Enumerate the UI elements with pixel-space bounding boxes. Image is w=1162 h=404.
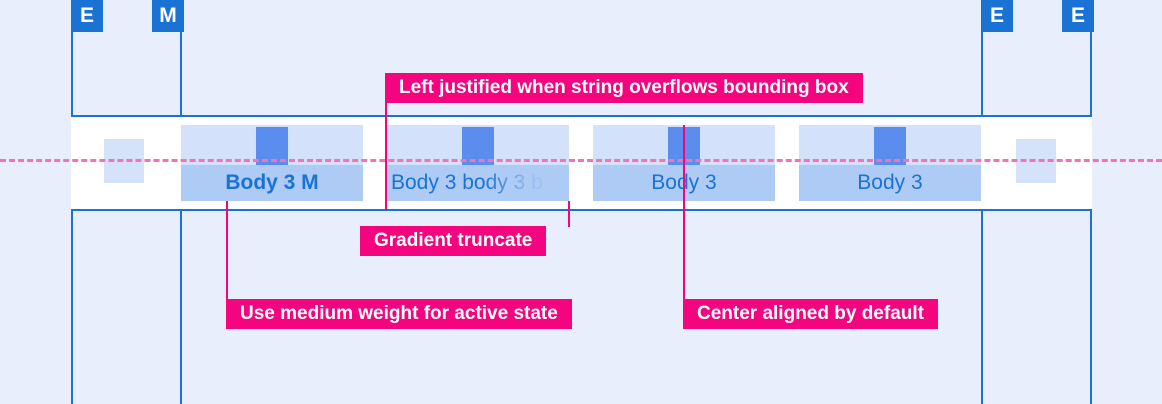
annotation-gradient-truncate: Gradient truncate	[360, 226, 547, 256]
list-item-icon-background	[181, 125, 363, 165]
list-item-label: Body 3 M	[225, 171, 319, 194]
badge-e-right-outer: E	[1062, 0, 1094, 32]
list-item-label-bar: Body 3 body 3 b	[387, 165, 569, 201]
list-item-icon-background	[799, 125, 981, 165]
list-item-label: Body 3 body 3 b	[391, 171, 543, 194]
list-item-1[interactable]: Body 3 M	[181, 125, 363, 201]
annotation-center-aligned: Center aligned by default	[683, 299, 938, 329]
placeholder-icon	[256, 127, 288, 165]
badge-e-left-outer: E	[71, 0, 103, 32]
guide-horizontal-centerline	[0, 159, 1162, 162]
leader-center-aligned	[683, 125, 685, 300]
annotation-left-justified: Left justified when string overflows bou…	[385, 73, 863, 103]
list-item-label-bar: Body 3	[799, 165, 981, 201]
placeholder-icon	[874, 127, 906, 165]
list-item-icon-background	[387, 125, 569, 165]
leader-left-justified	[385, 73, 387, 210]
list-item-4[interactable]: Body 3	[799, 125, 981, 201]
list-item-2[interactable]: Body 3 body 3 b	[387, 125, 569, 201]
badge-m-left-inner: M	[152, 0, 184, 32]
placeholder-icon	[462, 127, 494, 165]
badge-e-right-inner: E	[981, 0, 1013, 32]
annotation-medium-weight: Use medium weight for active state	[226, 299, 572, 329]
leader-gradient-truncate	[568, 201, 570, 227]
list-item-label-bar: Body 3 M	[181, 165, 363, 201]
list-item-label: Body 3	[857, 171, 923, 194]
leader-medium-weight-vertical	[226, 201, 228, 300]
